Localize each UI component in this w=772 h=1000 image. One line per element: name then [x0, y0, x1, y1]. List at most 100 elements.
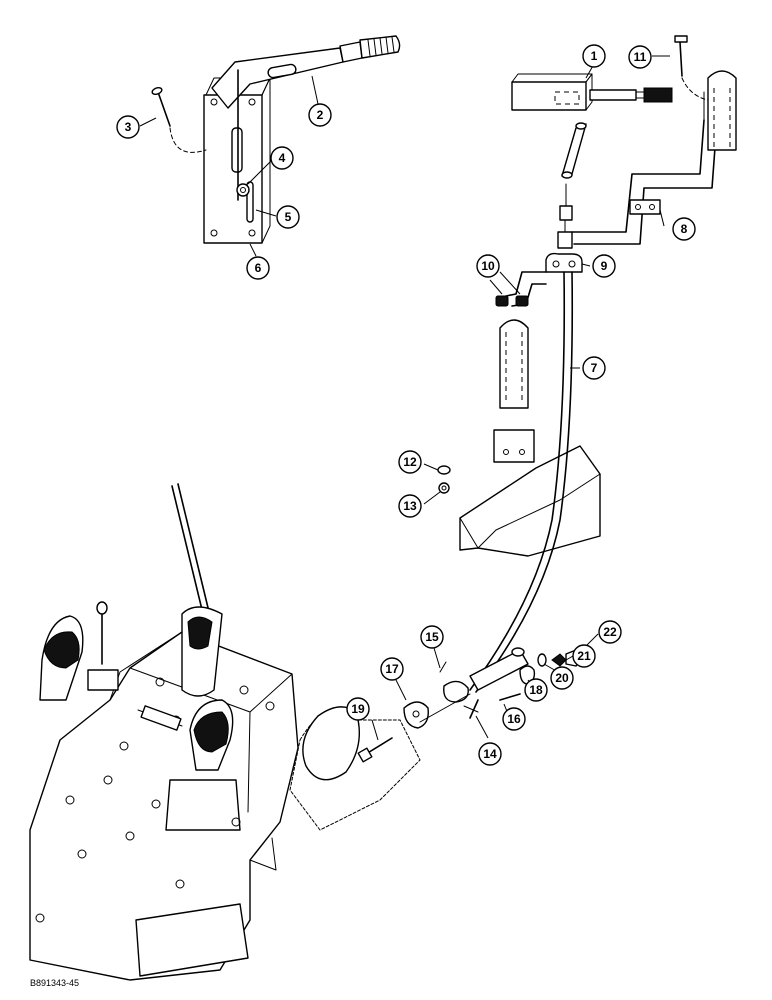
right-knob-dark — [193, 711, 229, 753]
housing-bolt-j — [125, 831, 135, 841]
callout-10: 10 — [476, 254, 500, 278]
leader-6 — [249, 243, 257, 257]
transmission-housing — [29, 483, 299, 981]
clamp-9 — [545, 252, 583, 273]
svg-text:1: 1 — [591, 49, 598, 63]
pin-16 — [499, 693, 521, 701]
housing-bolt-d — [265, 701, 275, 711]
plate-17-hole — [412, 710, 420, 718]
callout-11: 11 — [628, 45, 652, 69]
arm-left — [505, 271, 547, 297]
callout-18: 18 — [524, 678, 548, 702]
dipstick-loop — [96, 601, 108, 615]
svg-text:2: 2 — [317, 108, 324, 122]
arm-clamp-8-hole-a — [635, 204, 641, 210]
item-1-hidden — [554, 91, 580, 105]
housing-bolt-g — [65, 795, 75, 805]
leader-3 — [139, 117, 157, 127]
lever-arm-slot — [267, 63, 297, 79]
bracket-slot-upper — [231, 127, 243, 173]
callout-17: 17 — [380, 657, 404, 681]
clamp-9-hole-a — [552, 260, 560, 268]
svg-text:22: 22 — [603, 625, 617, 639]
svg-text:18: 18 — [529, 683, 543, 697]
leader-10 — [489, 271, 521, 295]
washer-12 — [437, 465, 451, 475]
nut-10a — [495, 295, 509, 307]
lever-arm — [211, 47, 344, 109]
callout-7: 7 — [582, 356, 606, 380]
item-1-block — [511, 81, 587, 111]
callout-20: 20 — [550, 666, 574, 690]
callout-3: 3 — [116, 115, 140, 139]
arm-clamp-8 — [629, 199, 661, 215]
svg-text:21: 21 — [577, 649, 591, 663]
bracket-hole-br — [248, 229, 256, 237]
cable-end-eye — [511, 647, 525, 657]
svg-text:16: 16 — [507, 712, 521, 726]
leader-19 — [371, 719, 379, 741]
washer-4 — [236, 183, 250, 197]
leader-14 — [475, 715, 489, 739]
cable-end-fitting — [469, 649, 529, 691]
pedal-pad-upper-hidden — [713, 88, 731, 148]
lever-assembly-left — [151, 35, 401, 244]
bolt-11-path — [681, 77, 709, 101]
svg-text:15: 15 — [425, 630, 439, 644]
item-1-rod-joint — [635, 91, 645, 99]
nut-13 — [438, 482, 450, 494]
lever-bracket-side — [261, 77, 271, 244]
nut-13-hole — [441, 485, 447, 491]
support-channel-edge — [477, 473, 601, 549]
washer-18 — [519, 665, 536, 685]
leader-9 — [581, 263, 591, 267]
reference-code: B891343-45 — [30, 978, 80, 988]
callout-16: 16 — [502, 707, 526, 731]
shift-lever-rod-2 — [177, 483, 211, 617]
callout-21: 21 — [572, 644, 596, 668]
housing-bolt-h — [151, 799, 161, 809]
link-rod-top-eye — [575, 122, 587, 130]
leader-2 — [311, 75, 319, 105]
callout-14: 14 — [478, 742, 502, 766]
svg-text:7: 7 — [591, 361, 598, 375]
housing-bolt-b — [239, 685, 249, 695]
item-1-thread — [643, 87, 673, 103]
callout-19: 19 — [346, 697, 370, 721]
bolt-19 — [365, 737, 393, 755]
callout-13: 13 — [398, 494, 422, 518]
shift-lever-rod — [171, 485, 205, 619]
item-1-rod — [589, 89, 637, 101]
svg-text:19: 19 — [351, 702, 365, 716]
link-rod — [561, 123, 587, 177]
bracket-hole-tr — [248, 98, 256, 106]
bracket-hole-bl — [210, 229, 218, 237]
bolt-3-head — [151, 87, 163, 95]
svg-text:6: 6 — [255, 261, 262, 275]
svg-text:8: 8 — [681, 222, 688, 236]
callout-4: 4 — [270, 146, 294, 170]
pivot-shaft — [419, 693, 471, 723]
lever-collar — [339, 41, 363, 63]
bolt-19-head — [357, 747, 373, 763]
leader-13 — [423, 491, 441, 505]
control-cable — [469, 271, 566, 691]
leader-12 — [423, 463, 439, 471]
clevis-lower — [557, 231, 573, 249]
leader-4 — [247, 159, 273, 185]
callout-12: 12 — [398, 450, 422, 474]
bolt-11 — [679, 41, 683, 77]
linkage-arm-right-2 — [573, 133, 717, 245]
washer-4-hole — [240, 187, 246, 193]
callout-8: 8 — [672, 217, 696, 241]
nut-21 — [551, 653, 567, 667]
bolt-3-path — [169, 127, 207, 153]
callout-22: 22 — [598, 620, 622, 644]
pin-14 — [469, 699, 479, 719]
knob-base — [165, 779, 241, 831]
svg-text:17: 17 — [385, 662, 399, 676]
shift-boot-dark — [187, 616, 213, 650]
housing-side-bracket — [249, 837, 277, 871]
clamp-9-hole-b — [568, 260, 576, 268]
link-rod-bottom-eye — [561, 171, 573, 179]
